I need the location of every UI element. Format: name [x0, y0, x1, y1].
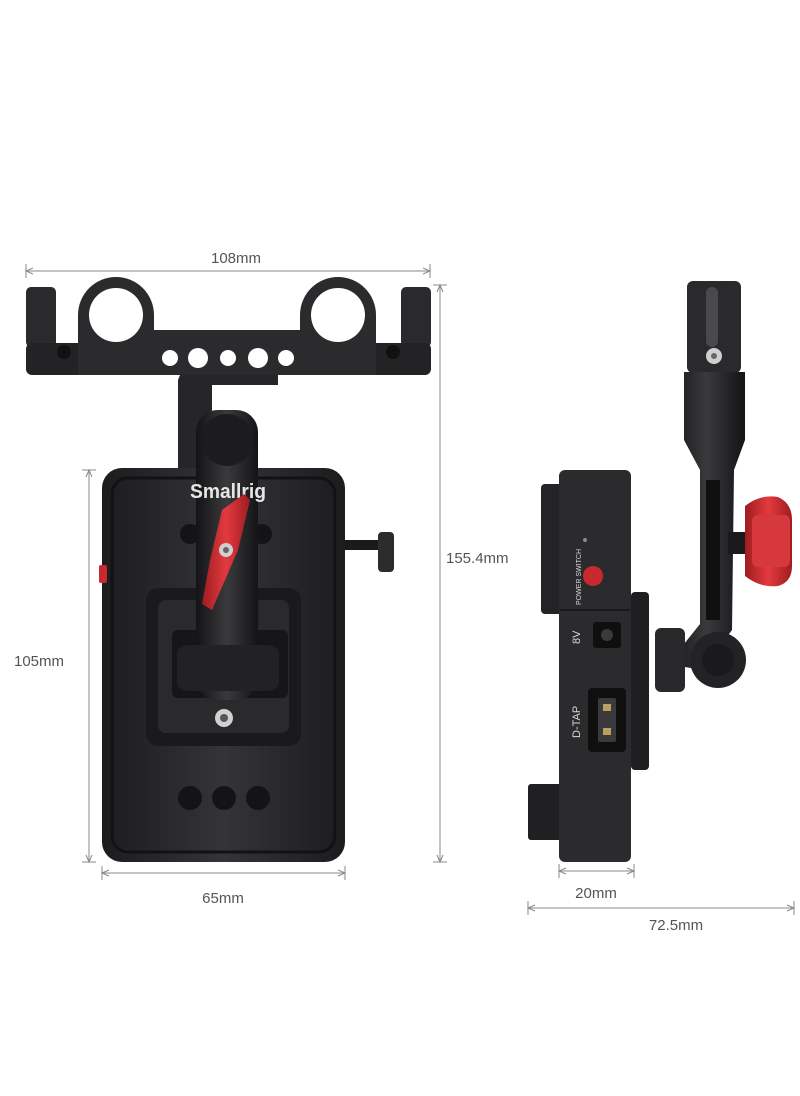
dtap-label: D-TAP	[571, 706, 583, 738]
dc-output-label: 8V	[571, 630, 583, 644]
power-switch-button	[583, 566, 603, 586]
brand-mark: Smallrig	[190, 481, 266, 503]
rod-clamp	[26, 277, 431, 375]
dim-label-155mm: 155.4mm	[446, 550, 509, 567]
dim-label-65mm: 65mm	[202, 890, 244, 907]
plate-side-body	[528, 470, 649, 862]
side-view: POWER SWITCH 8V D-TAP	[528, 281, 792, 862]
red-lever-knob	[202, 494, 250, 610]
red-knob-side	[728, 496, 792, 587]
dim-label-72mm: 72.5mm	[649, 917, 703, 934]
power-switch-label: POWER SWITCH	[576, 549, 583, 605]
dim-label-105mm: 105mm	[14, 653, 64, 670]
dim-label-108mm: 108mm	[211, 250, 261, 267]
dimension-lines	[25, 264, 795, 915]
front-view: Smallrig	[26, 277, 431, 862]
dim-label-20mm: 20mm	[575, 885, 617, 902]
